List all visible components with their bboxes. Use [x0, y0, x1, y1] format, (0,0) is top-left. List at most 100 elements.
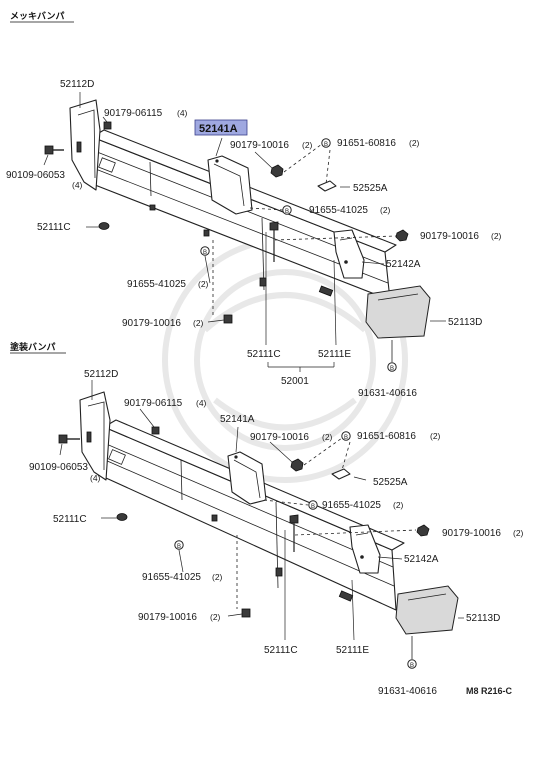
section-painted-bumper: 塗装バンパ: [10, 341, 524, 697]
label-bolt-center: 91651-60816: [337, 138, 396, 149]
end-cap-left: [69, 99, 101, 191]
clip-left-icon: [98, 222, 110, 230]
clip-top-icon: [103, 121, 112, 130]
label-clip-top: 90179-06115: [124, 398, 183, 409]
bolt-lower-icon: B: [282, 205, 292, 215]
label-bolt-left-qty: (4): [72, 180, 83, 190]
label-bolt-bottom-left: 91655-41025: [127, 279, 186, 290]
label-nut-bottom-left: 90179-10016: [138, 612, 197, 623]
label-bolt-lower: 91655-41025: [322, 500, 381, 511]
svg-text:B: B: [390, 366, 394, 372]
label-clip-top-qty: (4): [196, 398, 207, 408]
label-bolt-left: 90109-06053: [6, 170, 65, 181]
label-bolt-lower-qty: (2): [393, 500, 404, 510]
label-clip-left: 52111C: [53, 514, 87, 525]
nut-center-icon: [290, 458, 304, 472]
label-nut-center: 90179-10016: [230, 140, 289, 151]
fasteners: B B B: [58, 426, 430, 669]
nut-right-icon: [416, 524, 430, 537]
label-nut-center-qty: (2): [322, 432, 333, 442]
center-bracket: [227, 451, 267, 505]
stud-icon: [289, 514, 299, 552]
label-retainer: 52525A: [373, 477, 408, 488]
label-nut-bottom-left-qty: (2): [210, 612, 221, 622]
label-end-cap-left: 52112D: [60, 79, 94, 90]
highlight-box: [194, 119, 248, 136]
end-cap-left: [79, 391, 111, 481]
label-nut-right: 90179-10016: [420, 231, 479, 242]
label-nut-bottom-left: 90179-10016: [122, 318, 181, 329]
label-nut-bottom-left-qty: (2): [193, 318, 204, 328]
label-bumper-left: 52111C: [247, 349, 281, 360]
label-bolt-center-qty: (2): [430, 431, 441, 441]
right-bracket: [333, 229, 365, 279]
label-end-cap-right: 52113D: [466, 613, 500, 624]
label-bolt-lower: 91655-41025: [309, 205, 368, 216]
clip-left-icon: [116, 513, 128, 521]
bolt-bottom-left-icon: B: [174, 540, 184, 550]
label-bracket-right: 52142A: [386, 259, 421, 270]
svg-text:B: B: [203, 250, 207, 256]
nut-right-icon: [395, 229, 409, 242]
right-bracket: [349, 524, 381, 574]
clip-top-icon: [151, 426, 160, 435]
section-title: メッキバンパ: [10, 10, 64, 22]
label-bolt-lower-qty: (2): [380, 205, 391, 215]
end-cap-right: [395, 585, 459, 635]
label-end-cap-left: 52112D: [84, 369, 118, 380]
label-clip-left: 52111C: [37, 222, 71, 233]
label-retainer: 52525A: [353, 183, 388, 194]
svg-text:B: B: [324, 142, 328, 148]
label-bolt-center: 91651-60816: [357, 431, 416, 442]
label-bolt-left: 90109-06053: [29, 462, 88, 473]
bolt-center-icon: B: [321, 138, 331, 148]
bolt-bottom-left-icon: B: [200, 246, 210, 256]
label-nut-right: 90179-10016: [442, 528, 501, 539]
label-bolt-bottom-left: 91655-41025: [142, 572, 201, 583]
label-nut-center: 90179-10016: [250, 432, 309, 443]
nut-bottom-left-icon: [223, 314, 233, 324]
bolt-end-icon: B: [407, 636, 417, 669]
label-nut-center-qty: (2): [302, 140, 313, 150]
label-nut-right-qty: (2): [491, 231, 502, 241]
label-bolt-left-qty: (4): [90, 473, 101, 483]
diagram-reference: M8 R216-C: [466, 686, 513, 696]
label-clip-top-qty: (4): [177, 108, 188, 118]
label-end-cap-right: 52113D: [448, 317, 482, 328]
center-bracket: [207, 155, 253, 215]
callouts: 52112D 90179-06115 (4) 90109-06053 (4) 5…: [6, 79, 502, 399]
leader-lines: [43, 92, 446, 372]
label-bolt-bottom-left-qty: (2): [198, 279, 209, 289]
svg-text:B: B: [344, 435, 348, 441]
bolt-left-icon: [58, 434, 80, 444]
svg-text:B: B: [311, 504, 315, 510]
nut-bottom-left-icon: [241, 608, 251, 618]
label-assembly: 52001: [281, 376, 309, 387]
bolt-lower-icon: B: [308, 500, 318, 510]
label-bolt-center-qty: (2): [409, 138, 420, 148]
bolt-left-icon: [44, 145, 64, 155]
leader-lines: [59, 380, 464, 641]
label-clip-top: 90179-06115: [104, 108, 163, 119]
label-bolt-bottom-left-qty: (2): [212, 572, 223, 582]
bolt-end-icon: B: [387, 340, 397, 372]
bolt-center-icon: B: [341, 431, 351, 441]
stud-icon: [269, 221, 279, 262]
end-cap-right: [365, 285, 431, 339]
label-bracket-center: 52141A: [199, 123, 238, 135]
svg-text:B: B: [285, 209, 289, 215]
label-bracket-center: 52141A: [220, 414, 255, 425]
svg-text:B: B: [177, 544, 181, 550]
label-bracket-right: 52142A: [404, 554, 439, 565]
label-nut-right-qty: (2): [513, 528, 524, 538]
svg-text:B: B: [410, 663, 414, 669]
label-bumper-left: 52111C: [264, 645, 298, 656]
nut-center-icon: [270, 164, 284, 178]
retainer: [331, 468, 351, 480]
label-bolt-end: 91631-40616: [378, 686, 437, 697]
label-bumper-right: 52111E: [318, 349, 351, 360]
fasteners: B B B: [44, 121, 409, 372]
callouts: 52112D 90179-06115 (4) 90109-06053 (4) 5…: [29, 369, 524, 697]
section-title: 塗装バンパ: [10, 341, 55, 353]
